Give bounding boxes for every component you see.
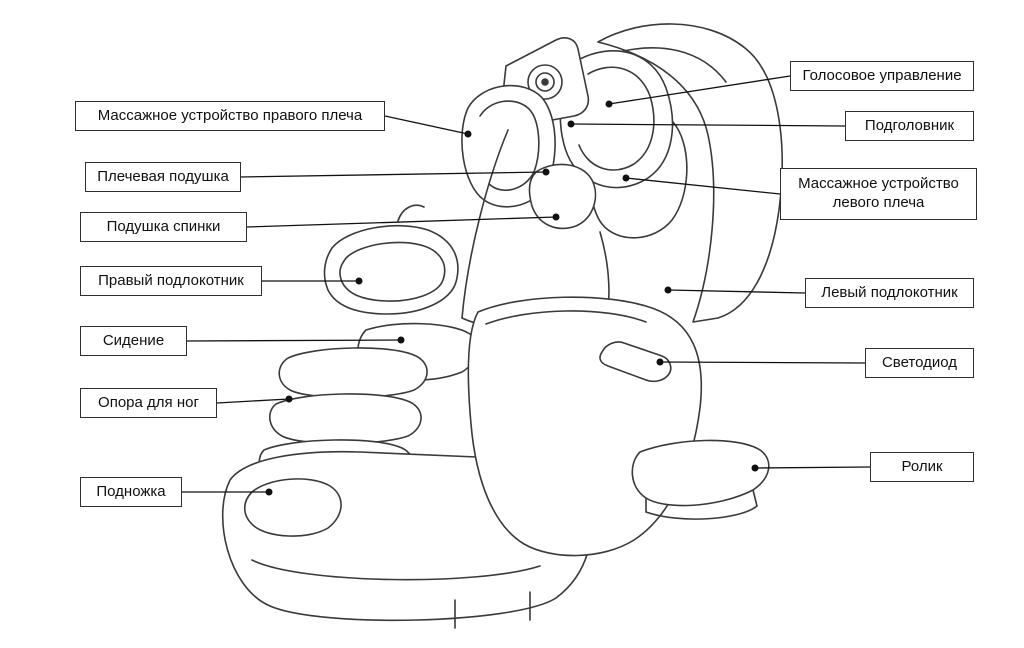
- chair-floor-rail-side: [645, 489, 758, 520]
- chair-back-shell: [597, 23, 783, 323]
- anchor-dot: [464, 130, 472, 138]
- label-left-shoulder-massage: Массажное устройство левого плеча: [780, 168, 977, 220]
- leader-roller: [754, 466, 871, 469]
- anchor-dot: [605, 100, 613, 108]
- anchor-dot: [397, 336, 405, 344]
- chair-back-shell-seam: [611, 47, 727, 83]
- chair-footrest-pad: [243, 478, 342, 537]
- chair-headrest-seam: [578, 66, 655, 171]
- chair-back-pillow: [528, 163, 597, 230]
- chair-right-armrest-roll: [339, 241, 446, 302]
- anchor-dot: [751, 464, 759, 472]
- anchor-dot: [542, 168, 550, 176]
- leader-voice-control: [608, 75, 791, 105]
- label-right-shoulder-massage: Массажное устройство правого плеча: [75, 101, 385, 131]
- label-back-cushion: Подушка спинки: [80, 212, 247, 242]
- anchor-dot: [664, 286, 672, 294]
- label-voice-control: Голосовое управление: [790, 61, 974, 91]
- massage-chair-drawing: [222, 23, 783, 629]
- label-led: Светодиод: [865, 348, 974, 378]
- leader-lines: [182, 75, 871, 493]
- chair-leg-roll-2: [269, 393, 422, 445]
- label-seat: Сидение: [80, 326, 187, 356]
- chair-armrest-strap: [397, 204, 425, 222]
- anchor-dot: [355, 277, 363, 285]
- anchor-dot: [265, 488, 273, 496]
- leader-back-cushion: [246, 216, 557, 228]
- leader-right-shoulder-massage: [384, 115, 469, 135]
- label-leg-support: Опора для ног: [80, 388, 217, 418]
- label-shoulder-pillow: Плечевая подушка: [85, 162, 241, 192]
- label-left-armrest: Левый подлокотник: [805, 278, 974, 308]
- chair-backrest-left-edge: [461, 129, 509, 319]
- label-right-armrest: Правый подлокотник: [80, 266, 262, 296]
- chair-footrest-seam: [251, 559, 541, 581]
- chair-speaker-center: [541, 78, 549, 86]
- anchor-dot: [285, 395, 293, 403]
- chair-led-slot: [599, 341, 672, 383]
- leader-seat: [186, 339, 402, 342]
- anchor-dot: [622, 174, 630, 182]
- label-footrest: Подножка: [80, 477, 182, 507]
- leader-left-shoulder-massage: [625, 177, 781, 195]
- label-roller: Ролик: [870, 452, 974, 482]
- anchor-dot: [567, 120, 575, 128]
- leader-shoulder-pillow: [240, 171, 547, 178]
- anchor-dots: [265, 100, 759, 496]
- leader-led: [659, 361, 866, 364]
- chair-left-armrest-seam: [485, 310, 647, 325]
- leader-headrest: [570, 123, 846, 127]
- leader-left-armrest: [667, 289, 806, 294]
- chair-floor-rail: [631, 439, 770, 507]
- anchor-dot: [552, 213, 560, 221]
- chair-base-support: [454, 591, 531, 629]
- anchor-dot: [656, 358, 664, 366]
- chair-right-shoulder-seam: [479, 100, 540, 192]
- chair-leg-roll-1: [278, 347, 428, 399]
- label-headrest: Подголовник: [845, 111, 974, 141]
- leader-leg-support: [216, 398, 290, 404]
